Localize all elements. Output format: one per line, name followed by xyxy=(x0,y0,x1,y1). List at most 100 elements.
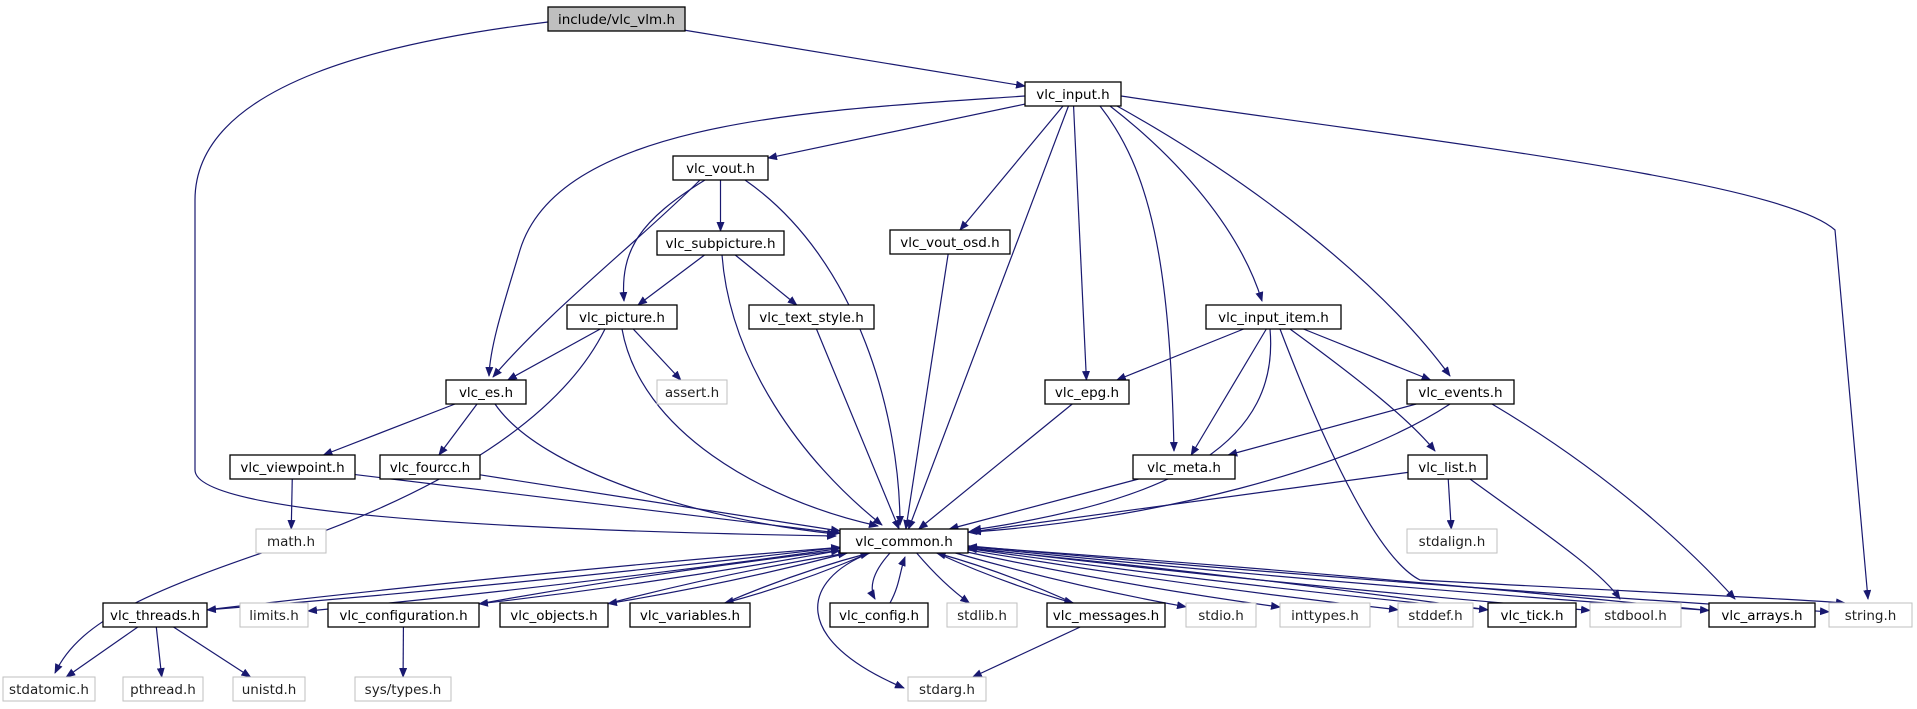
node-vlc-meta[interactable]: vlc_meta.h xyxy=(1132,454,1236,480)
node-box xyxy=(1487,602,1577,628)
node-box xyxy=(889,229,1011,255)
node-box xyxy=(946,602,1018,628)
edge-vlc-messages-to-vlc-common xyxy=(935,551,1074,604)
node-label: vlc_configuration.h xyxy=(339,608,467,624)
node-stdatomic: stdatomic.h xyxy=(2,676,96,702)
edge-vlc-input-to-vlc-epg xyxy=(1072,105,1091,381)
node-vlc-arrays[interactable]: vlc_arrays.h xyxy=(1708,602,1816,628)
node-box xyxy=(672,155,769,181)
node-stdlib: stdlib.h xyxy=(946,602,1018,628)
node-box xyxy=(656,379,728,405)
node-label: vlc_variables.h xyxy=(640,608,740,624)
node-box xyxy=(1397,602,1474,628)
node-vlc-tick[interactable]: vlc_tick.h xyxy=(1487,602,1577,628)
edge-vlc-objects-to-vlc-common xyxy=(607,550,849,605)
edge-vlc-input-to-vlc-meta xyxy=(1099,105,1178,452)
node-vlc-subpicture[interactable]: vlc_subpicture.h xyxy=(656,230,785,256)
edge-vlc-input-item-to-string xyxy=(1279,328,1846,607)
node-vlc-viewpoint[interactable]: vlc_viewpoint.h xyxy=(229,454,356,480)
node-vlc-vout-osd[interactable]: vlc_vout_osd.h xyxy=(889,229,1011,255)
node-box xyxy=(239,602,309,628)
node-box xyxy=(547,6,686,32)
node-label: math.h xyxy=(267,534,315,550)
node-vlc-text-style[interactable]: vlc_text_style.h xyxy=(748,304,875,330)
node-label: vlc_viewpoint.h xyxy=(240,460,344,476)
edge-vlc-threads-to-unistd xyxy=(173,626,252,678)
node-label: pthread.h xyxy=(130,682,196,698)
node-vlc-vout[interactable]: vlc_vout.h xyxy=(672,155,769,181)
node-box xyxy=(499,602,609,628)
node-label: limits.h xyxy=(249,608,299,624)
edge-vlc-es-to-vlc-common xyxy=(494,403,837,538)
node-box xyxy=(354,676,452,702)
edge-vlc-input-item-to-vlc-meta xyxy=(1190,328,1267,456)
edge-vlc-input-to-vlc-es xyxy=(485,95,1026,377)
edge-vlc-input-to-string xyxy=(1120,95,1872,600)
node-vlc-configuration[interactable]: vlc_configuration.h xyxy=(327,602,480,628)
node-vlc-config[interactable]: vlc_config.h xyxy=(829,602,929,628)
node-label: vlc_objects.h xyxy=(510,608,597,624)
node-math: math.h xyxy=(255,528,327,554)
edge-vlc-vout-to-vlc-common xyxy=(744,179,904,526)
edge-vlc-input-item-to-vlc-common xyxy=(971,328,1272,533)
node-label: vlc_threads.h xyxy=(110,608,200,624)
node-label: vlc_arrays.h xyxy=(1721,608,1802,624)
node-vlc-input[interactable]: vlc_input.h xyxy=(1024,81,1122,107)
node-string: string.h xyxy=(1828,602,1913,628)
node-label: include/vlc_vlm.h xyxy=(558,12,675,28)
node-box xyxy=(1708,602,1816,628)
edge-vlc-input-to-vlc-vout xyxy=(767,103,1026,161)
node-label: stdio.h xyxy=(1198,608,1244,624)
edge-vlc-subpicture-to-vlc-picture xyxy=(637,254,705,306)
node-label: vlc_text_style.h xyxy=(759,310,864,326)
node-vlc-epg[interactable]: vlc_epg.h xyxy=(1044,379,1130,405)
node-label: vlc_input.h xyxy=(1036,87,1110,103)
header-nodes: include/vlc_vlm.h vlc_input.h vlc_vout.hvl… xyxy=(2,6,1913,702)
node-assert: assert.h xyxy=(656,379,728,405)
edge-vlc-fourcc-to-vlc-common xyxy=(479,474,841,534)
edge-vlc-es-to-vlc-viewpoint xyxy=(322,403,456,456)
node-label: vlc_epg.h xyxy=(1055,385,1119,401)
edge-vlc-vout-to-vlc-es xyxy=(492,179,701,378)
edge-vlc-common-to-stdbool xyxy=(967,546,1591,614)
node-vlc-messages[interactable]: vlc_messages.h xyxy=(1046,602,1166,628)
node-inttypes: inttypes.h xyxy=(1279,602,1371,628)
node-label: stdatomic.h xyxy=(9,682,89,698)
edge-vlc-common-to-stdlib xyxy=(916,552,971,604)
node-box xyxy=(907,676,987,702)
edge-vlc-common-to-string xyxy=(967,545,1830,616)
node-label: unistd.h xyxy=(242,682,297,698)
node-limits: limits.h xyxy=(239,602,309,628)
node-vlc-picture[interactable]: vlc_picture.h xyxy=(566,304,678,330)
node-label: vlc_meta.h xyxy=(1147,460,1221,476)
node-vlc-vlm[interactable]: include/vlc_vlm.h xyxy=(547,6,686,32)
node-vlc-variables[interactable]: vlc_variables.h xyxy=(629,602,751,628)
node-box xyxy=(232,676,306,702)
edge-vlc-picture-to-vlc-es xyxy=(506,328,601,381)
edge-vlc-common-to-vlc-objects xyxy=(607,552,848,607)
node-stddef: stddef.h xyxy=(1397,602,1474,628)
node-label: vlc_fourcc.h xyxy=(390,460,470,476)
edge-vlc-subpicture-to-vlc-common xyxy=(721,254,883,526)
node-vlc-fourcc[interactable]: vlc_fourcc.h xyxy=(379,454,481,480)
node-vlc-objects[interactable]: vlc_objects.h xyxy=(499,602,609,628)
node-box xyxy=(1406,528,1498,554)
node-stdarg: stdarg.h xyxy=(907,676,987,702)
node-box xyxy=(1024,81,1122,107)
edge-vlc-events-to-vlc-meta xyxy=(1227,403,1417,457)
node-label: stddef.h xyxy=(1408,608,1462,624)
edge-vlc-input-to-vlc-events xyxy=(1116,105,1451,377)
node-vlc-input-item[interactable]: vlc_input_item.h xyxy=(1205,304,1342,330)
node-vlc-es[interactable]: vlc_es.h xyxy=(445,379,527,405)
node-vlc-events[interactable]: vlc_events.h xyxy=(1406,379,1515,405)
node-label: vlc_tick.h xyxy=(1500,608,1563,624)
node-box xyxy=(839,528,969,554)
node-vlc-common[interactable]: vlc_common.h xyxy=(839,528,969,554)
edge-vlc-threads-to-vlc-common xyxy=(206,544,841,611)
node-box xyxy=(1044,379,1130,405)
edge-vlc-input-item-to-vlc-events xyxy=(1303,328,1432,381)
node-box xyxy=(656,230,785,256)
node-vlc-threads[interactable]: vlc_threads.h xyxy=(102,602,208,628)
node-vlc-list[interactable]: vlc_list.h xyxy=(1407,454,1488,480)
